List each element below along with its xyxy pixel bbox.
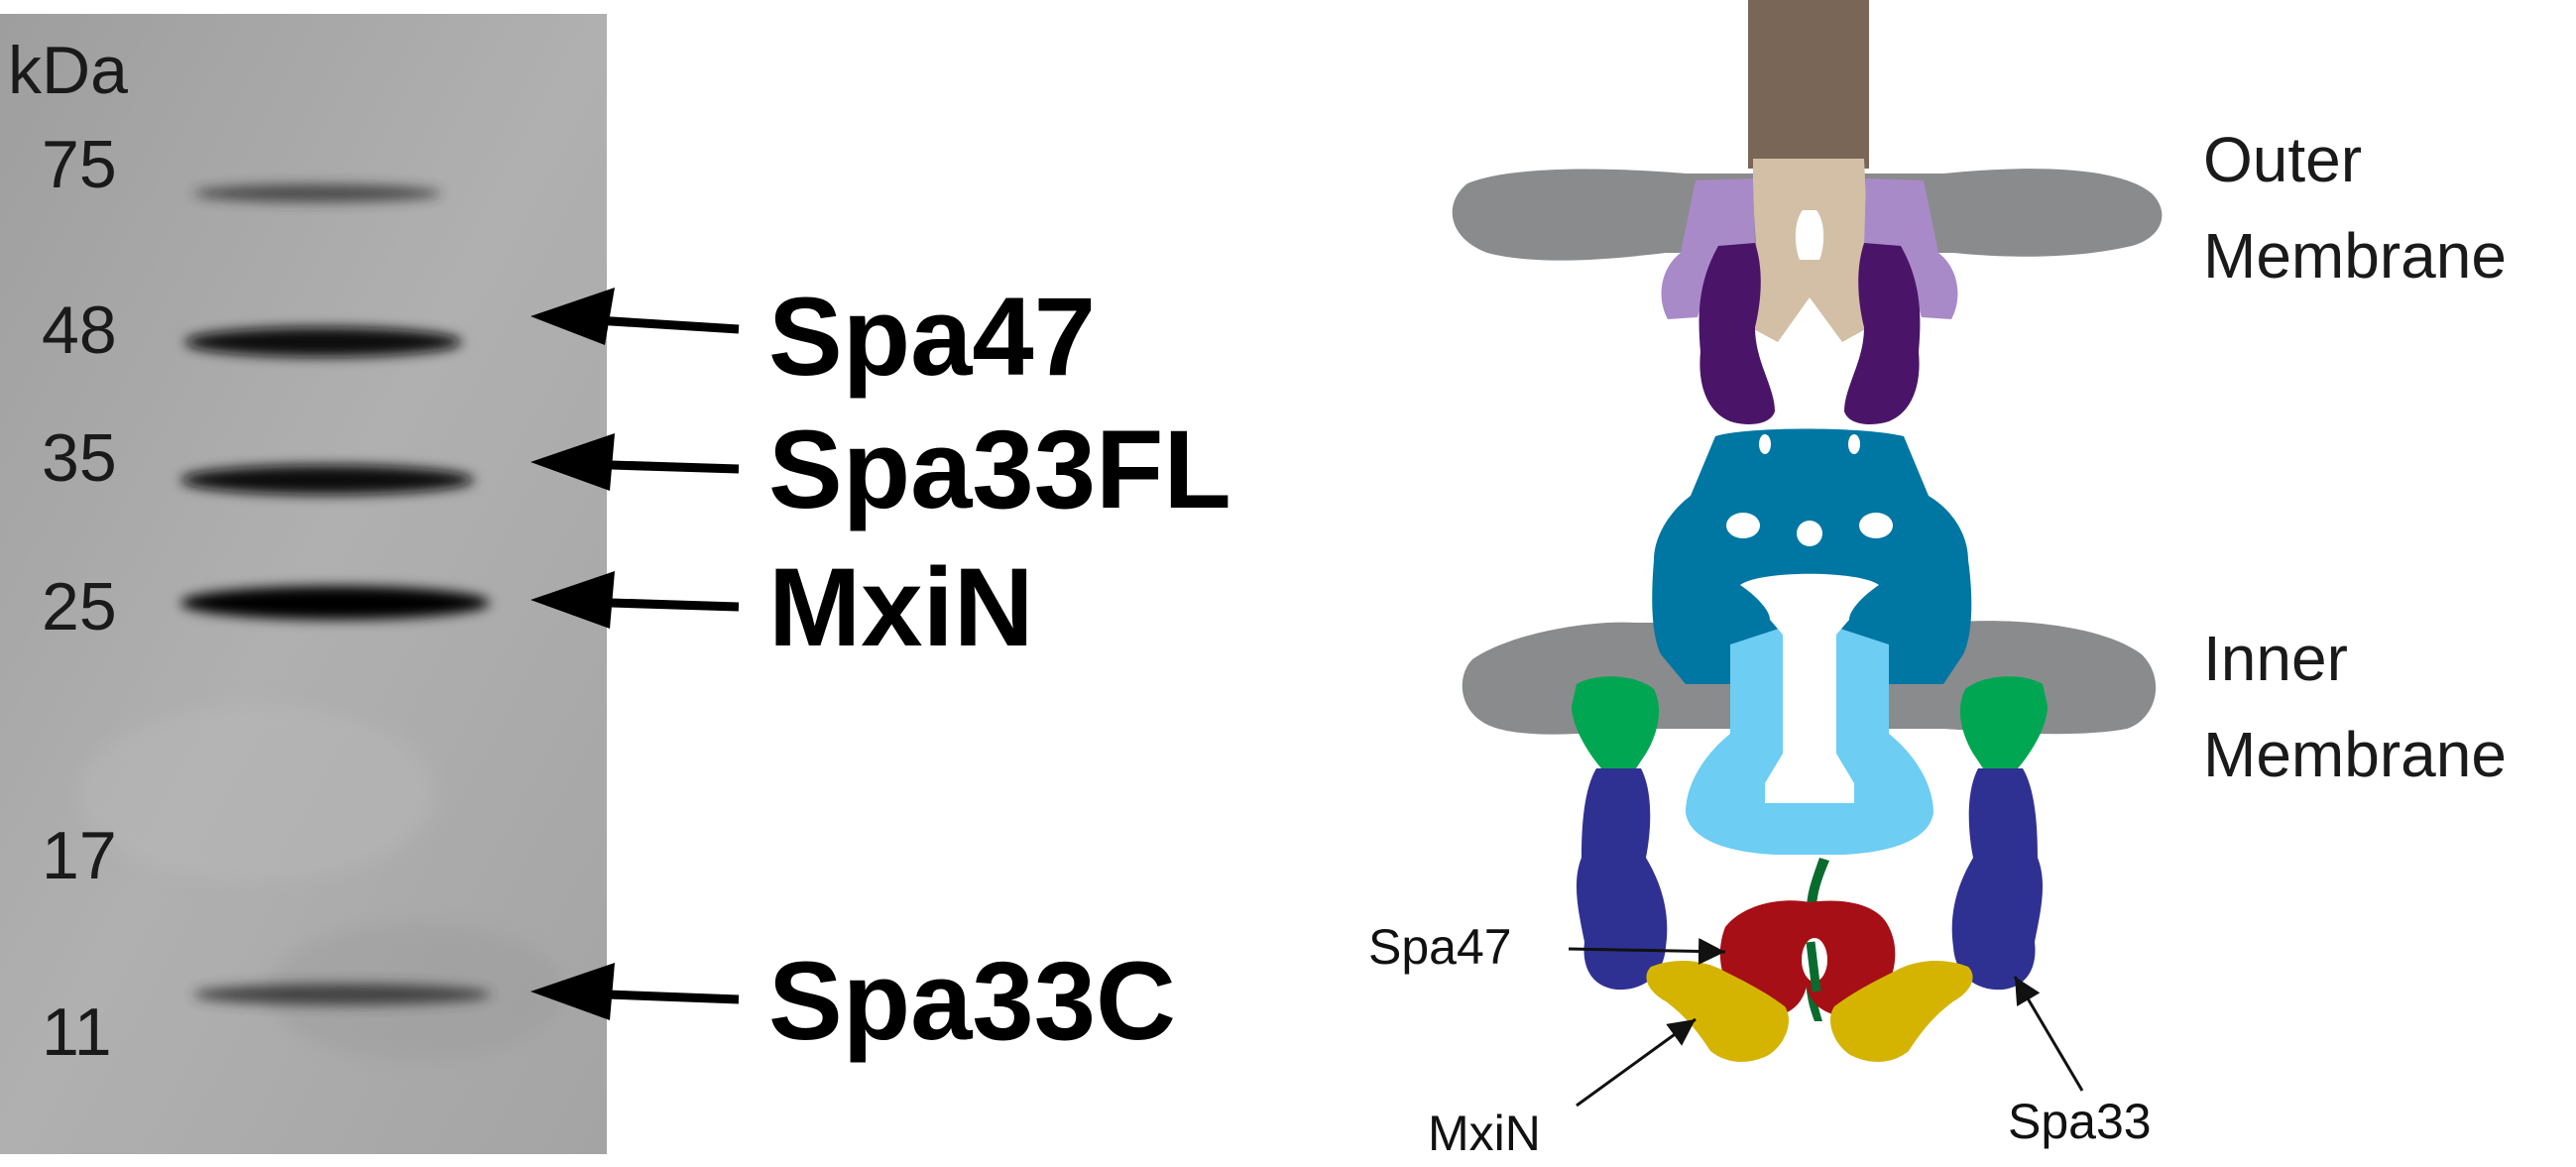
band-label-spa47: Spa47: [768, 275, 1096, 399]
basal-body-hole: [1797, 521, 1822, 546]
marker-label-17: 17: [42, 818, 117, 893]
mxin-right: [1830, 960, 1973, 1063]
band-arrow-spa47: [530, 288, 740, 345]
stalk-through: [1806, 941, 1821, 992]
outer-ring-right: [1864, 178, 1958, 319]
band-label-spa33fl: Spa33FL: [768, 408, 1231, 531]
marker-label-25: 25: [42, 569, 117, 644]
component-callouts: Spa47 MxiN Spa33: [1368, 919, 2152, 1161]
band-arrow-spa33fl: [530, 433, 740, 491]
callout-label-spa33: Spa33: [2008, 1094, 2152, 1149]
inner-rod-cavity: [1740, 573, 1879, 803]
band-35: [180, 465, 474, 495]
inner-ring-right: [1959, 676, 2048, 768]
callout-pointer-spa47: [1568, 937, 1726, 965]
needle: [1748, 0, 1869, 169]
band-label-spa33c: Spa33C: [768, 939, 1176, 1063]
secretin-right: [1844, 243, 1921, 424]
needle-base-hole: [1795, 210, 1824, 260]
gel-panel: kDa 75 48 35 25 17 11: [0, 14, 607, 1154]
band-arrow-spa33c: [530, 963, 740, 1020]
basal-body-hole: [1759, 434, 1771, 454]
marker-label-75: 75: [42, 127, 117, 202]
basal-body-hole: [1726, 513, 1760, 538]
callout-label-spa47: Spa47: [1368, 919, 1512, 975]
band-arrow-mxin: [530, 571, 740, 629]
band-25: [180, 586, 490, 620]
spa33-left: [1576, 768, 1668, 991]
callout-label-mxin: MxiN: [1428, 1106, 1541, 1161]
callout-pointer-mxin: [1576, 1017, 1697, 1108]
secretin-left: [1698, 243, 1775, 424]
inner-ring-left: [1572, 676, 1660, 768]
basal-body: [1652, 428, 1972, 684]
band-75: [193, 184, 441, 202]
outer-membrane-label-line1: Outer: [2203, 124, 2362, 195]
band-label-mxin: MxiN: [768, 545, 1034, 669]
inner-membrane-label-line2: Membrane: [2203, 719, 2507, 790]
inner-membrane-label-line1: Inner: [2203, 623, 2348, 694]
membrane-labels: Outer Membrane Inner Membrane: [2203, 124, 2507, 790]
basal-body-hole: [1859, 513, 1893, 538]
marker-label-48: 48: [42, 292, 117, 368]
marker-label-11: 11: [42, 994, 112, 1070]
band-annotations: Spa47 Spa33FL MxiN Spa33C: [530, 275, 1231, 1063]
injectisome-diagram: [1452, 0, 2163, 1063]
callout-pointer-spa33: [2013, 976, 2084, 1092]
band-48: [184, 327, 462, 357]
outer-membrane-label-line2: Membrane: [2203, 220, 2507, 292]
kda-unit-label: kDa: [8, 33, 128, 108]
spa33-right: [1951, 768, 2044, 991]
band-11: [193, 984, 491, 1005]
marker-label-35: 35: [42, 420, 117, 496]
basal-body-hole: [1848, 434, 1860, 454]
outer-ring-left: [1661, 178, 1755, 319]
mxin-left: [1646, 960, 1789, 1063]
gel-smudge: [79, 704, 436, 882]
